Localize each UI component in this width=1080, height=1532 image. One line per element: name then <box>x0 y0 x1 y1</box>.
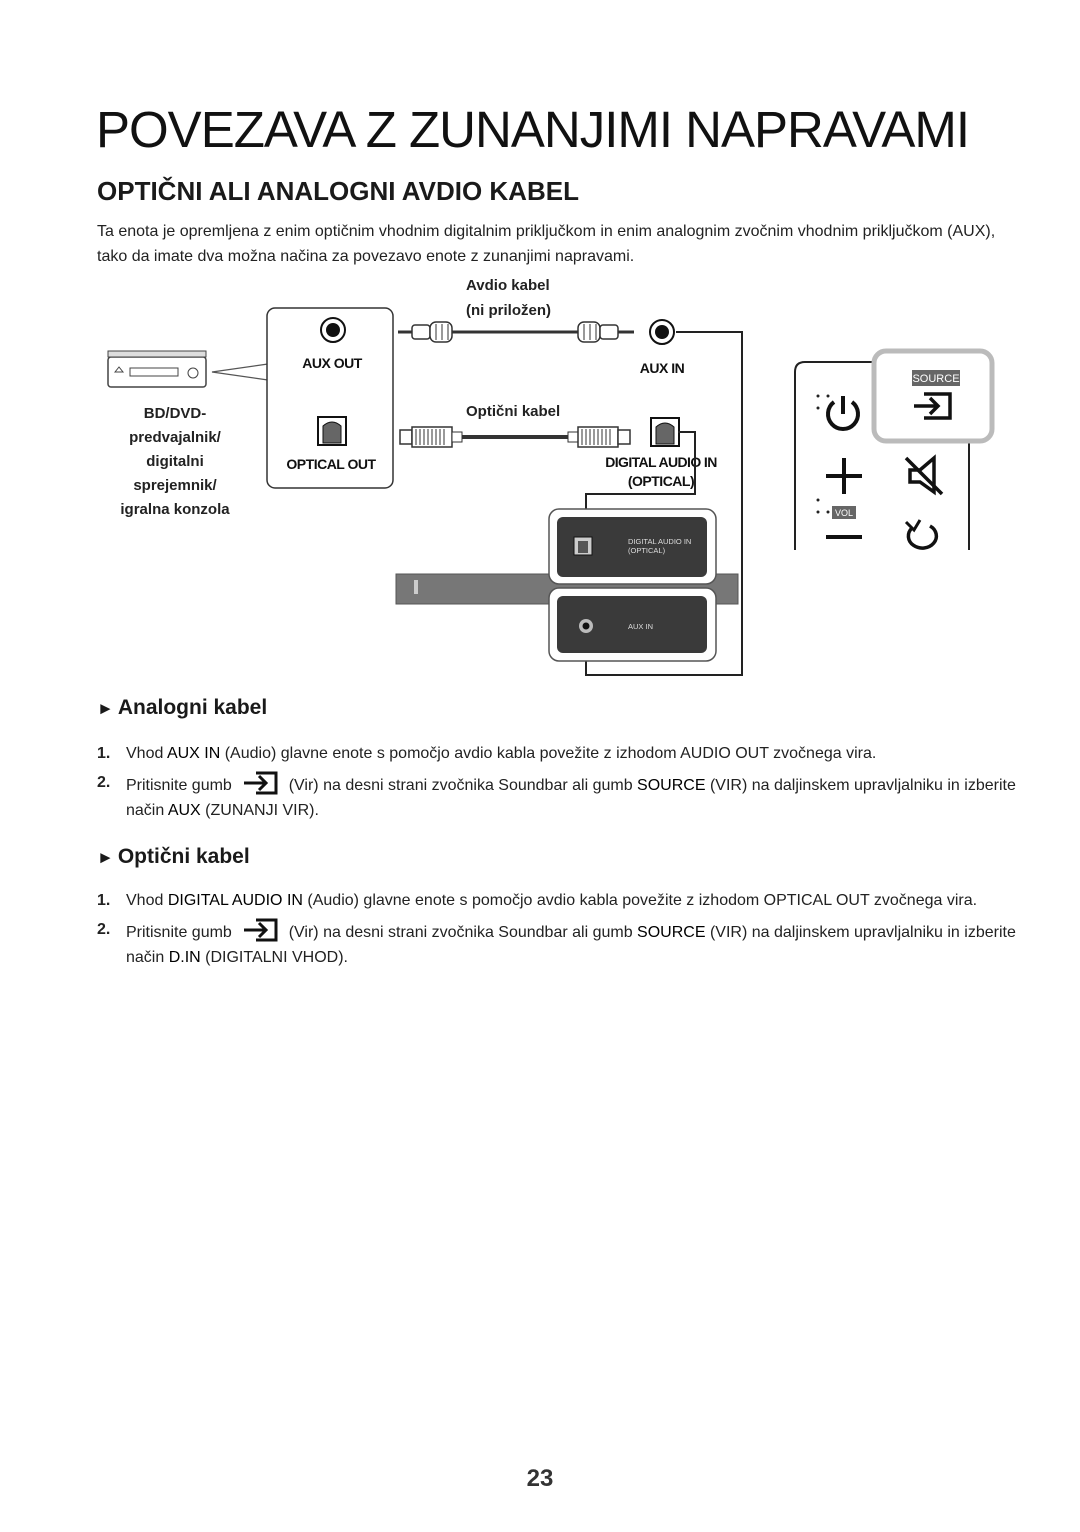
step-text: (ZUNANJI VIR). <box>200 802 319 819</box>
step-text: (Vir) na desni strani zvočnika Soundbar … <box>284 777 638 794</box>
power-icon <box>826 396 860 431</box>
step-text: Pritisnite gumb <box>126 777 237 794</box>
device-label-1: BD/DVD- <box>144 405 207 422</box>
list-item: 2. Pritisnite gumb (Vir) na desni strani… <box>97 770 1017 823</box>
step-text: (DIGITALNI VHOD). <box>200 949 348 966</box>
step-number: 1. <box>97 745 111 762</box>
intro-paragraph: Ta enota je opremljena z enim optičnim v… <box>97 223 996 265</box>
connection-diagram: BD/DVD- predvajalnik/ digitalni sprejemn… <box>107 277 995 676</box>
analog-steps: 1. Vhod AUX IN (Audio) glavne enote s po… <box>97 741 1017 827</box>
step-text: (VIR) na daljinskem upravljalniku in izb… <box>126 777 1016 819</box>
aux-out-jack-icon <box>320 317 346 343</box>
step-text: Vhod <box>126 745 167 762</box>
step-text: (Vir) na desni strani zvočnika Soundbar … <box>284 924 638 941</box>
panel-digital-optical-label: (OPTICAL) <box>628 546 666 555</box>
optical-cable-icon <box>399 426 631 448</box>
device-label-3: digitalni <box>146 453 204 470</box>
aux-out-label: AUX OUT <box>302 355 362 371</box>
optical-out-label: OPTICAL OUT <box>286 456 376 472</box>
step-text: Pritisnite gumb <box>126 924 237 941</box>
aux-in-label: AUX IN <box>640 360 685 376</box>
audio-cable-note: (ni priložen) <box>466 302 551 319</box>
source-input-icon <box>244 918 278 942</box>
source-label: SOURCE <box>912 373 959 385</box>
source-input-icon <box>914 392 952 420</box>
digital-audio-in-port-icon <box>650 417 680 447</box>
list-item: 1. Vhod DIGITAL AUDIO IN (Audio) glavne … <box>97 888 1017 913</box>
source-button-highlight <box>871 348 995 444</box>
section-title: OPTIČNI ALI ANALOGNI AVDIO KABEL <box>97 176 579 206</box>
page-number: 23 <box>526 1465 554 1492</box>
keyword: SOURCE <box>637 924 706 941</box>
step-number: 2. <box>97 774 111 791</box>
optical-heading: ►Optični kabel <box>97 845 250 869</box>
audio-cable-label: Avdio kabel <box>466 277 550 294</box>
digital-audio-in-label: DIGITAL AUDIO IN <box>605 454 717 470</box>
device-label-2: predvajalnik/ <box>129 429 222 446</box>
side-control-panel: SOURCE VOL <box>794 348 995 550</box>
keyword: AUX <box>167 802 201 819</box>
audio-cable-icon <box>398 321 634 343</box>
keyword: D.IN <box>168 949 201 966</box>
arrow-icon: ► <box>97 699 114 718</box>
page-title: POVEZAVA Z ZUNANJIMI NAPRAVAMI <box>96 101 970 158</box>
digital-audio-in-optical-label: (OPTICAL) <box>628 473 694 489</box>
repeat-icon <box>904 519 939 550</box>
optical-steps: 1. Vhod DIGITAL AUDIO IN (Audio) glavne … <box>97 888 1017 974</box>
keyword: SOURCE <box>637 777 706 794</box>
mute-icon <box>904 454 944 496</box>
aux-in-jack-icon <box>649 319 675 345</box>
step-text: (VIR) na daljinskem upravljalniku in izb… <box>126 924 1016 966</box>
analog-heading-text: Analogni kabel <box>117 696 268 719</box>
step-text: (Audio) glavne enote s pomočjo avdio kab… <box>220 745 877 762</box>
volume-up-icon <box>826 458 862 494</box>
optical-heading-text: Optični kabel <box>117 845 250 868</box>
source-output-panel <box>266 307 394 489</box>
list-item: 2. Pritisnite gumb (Vir) na desni strani… <box>97 917 1017 970</box>
analog-heading: ►Analogni kabel <box>97 696 267 720</box>
step-text: Vhod <box>126 892 168 909</box>
panel-digital-in-label: DIGITAL AUDIO IN <box>628 537 691 546</box>
source-input-icon <box>244 771 278 795</box>
list-item: 1. Vhod AUX IN (Audio) glavne enote s po… <box>97 741 1017 766</box>
device-label-4: sprejemnik/ <box>133 477 217 494</box>
vol-label: VOL <box>835 508 853 518</box>
arrow-icon: ► <box>97 848 114 867</box>
step-text: (Audio) glavne enote s pomočjo avdio kab… <box>302 892 978 909</box>
optical-out-port-icon <box>317 416 347 446</box>
panel-aux-in-label: AUX IN <box>628 622 653 631</box>
keyword: AUX IN <box>166 745 221 762</box>
keyword: DIGITAL AUDIO IN <box>167 892 303 909</box>
device-label-5: igralna konzola <box>120 501 230 518</box>
step-number: 1. <box>97 892 111 909</box>
optical-cable-label: Optični kabel <box>466 403 560 420</box>
step-number: 2. <box>97 921 111 938</box>
bd-dvd-player-icon <box>107 350 207 388</box>
